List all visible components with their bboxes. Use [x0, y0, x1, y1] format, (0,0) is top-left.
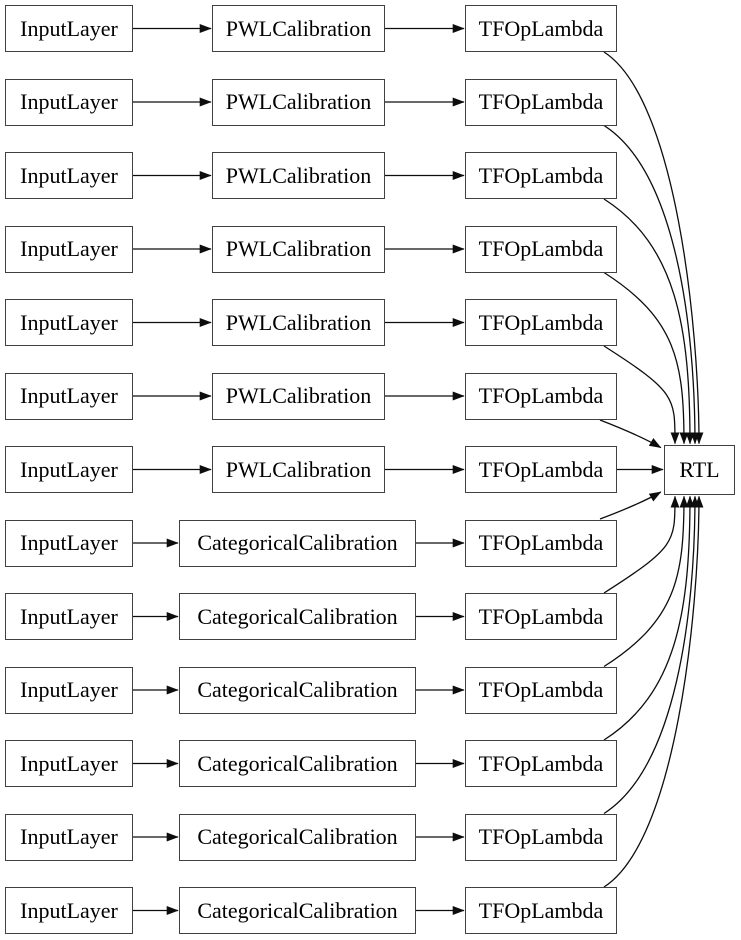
node-pwl-calibration: PWLCalibration: [212, 372, 385, 420]
node-categorical-calibration: CategoricalCalibration: [179, 519, 416, 567]
node-input-layer: InputLayer: [5, 593, 133, 640]
node-pwl-calibration: PWLCalibration: [212, 446, 385, 493]
node-input-layer: InputLayer: [5, 887, 133, 934]
node-tfop-lambda: TFOpLambda: [465, 372, 617, 420]
edge-lambda-to-rtl: [603, 495, 700, 815]
node-tfop-lambda: TFOpLambda: [465, 593, 617, 640]
node-pwl-calibration: PWLCalibration: [212, 5, 385, 52]
edge-lambda-to-rtl: [603, 495, 704, 888]
node-tfop-lambda: TFOpLambda: [465, 740, 617, 787]
node-tfop-lambda: TFOpLambda: [465, 666, 617, 714]
edge-lambda-to-rtl: [603, 495, 695, 741]
node-categorical-calibration: CategoricalCalibration: [179, 740, 416, 787]
node-input-layer: InputLayer: [5, 299, 133, 346]
node-input-layer: InputLayer: [5, 78, 133, 126]
node-input-layer: InputLayer: [5, 225, 133, 273]
node-tfop-lambda: TFOpLambda: [465, 78, 617, 126]
node-pwl-calibration: PWLCalibration: [212, 299, 385, 346]
node-input-layer: InputLayer: [5, 813, 133, 861]
edge-lambda-to-rtl: [603, 495, 680, 594]
node-tfop-lambda: TFOpLambda: [465, 813, 617, 861]
node-categorical-calibration: CategoricalCalibration: [179, 593, 416, 640]
node-tfop-lambda: TFOpLambda: [465, 225, 617, 273]
edge-lambda-to-rtl: [599, 419, 662, 449]
node-categorical-calibration: CategoricalCalibration: [179, 666, 416, 714]
node-tfop-lambda: TFOpLambda: [465, 887, 617, 934]
node-categorical-calibration: CategoricalCalibration: [179, 887, 416, 934]
node-tfop-lambda: TFOpLambda: [465, 152, 617, 199]
node-pwl-calibration: PWLCalibration: [212, 78, 385, 126]
edge-lambda-to-rtl: [603, 51, 704, 445]
node-input-layer: InputLayer: [5, 666, 133, 714]
node-input-layer: InputLayer: [5, 519, 133, 567]
node-tfop-lambda: TFOpLambda: [465, 446, 617, 493]
edge-lambda-to-rtl: [603, 124, 700, 445]
edge-lambda-to-rtl: [603, 271, 689, 445]
edge-lambda-to-rtl: [599, 491, 662, 520]
node-input-layer: InputLayer: [5, 740, 133, 787]
edge-lambda-to-rtl: [603, 495, 689, 668]
node-input-layer: InputLayer: [5, 372, 133, 420]
edge-lambda-to-rtl: [603, 345, 680, 445]
node-input-layer: InputLayer: [5, 152, 133, 199]
node-pwl-calibration: PWLCalibration: [212, 225, 385, 273]
node-categorical-calibration: CategoricalCalibration: [179, 813, 416, 861]
node-rtl: RTL: [664, 445, 735, 495]
node-tfop-lambda: TFOpLambda: [465, 5, 617, 52]
node-input-layer: InputLayer: [5, 446, 133, 493]
node-tfop-lambda: TFOpLambda: [465, 299, 617, 346]
edge-lambda-to-rtl: [603, 198, 695, 445]
node-input-layer: InputLayer: [5, 5, 133, 52]
node-pwl-calibration: PWLCalibration: [212, 152, 385, 199]
node-tfop-lambda: TFOpLambda: [465, 519, 617, 567]
